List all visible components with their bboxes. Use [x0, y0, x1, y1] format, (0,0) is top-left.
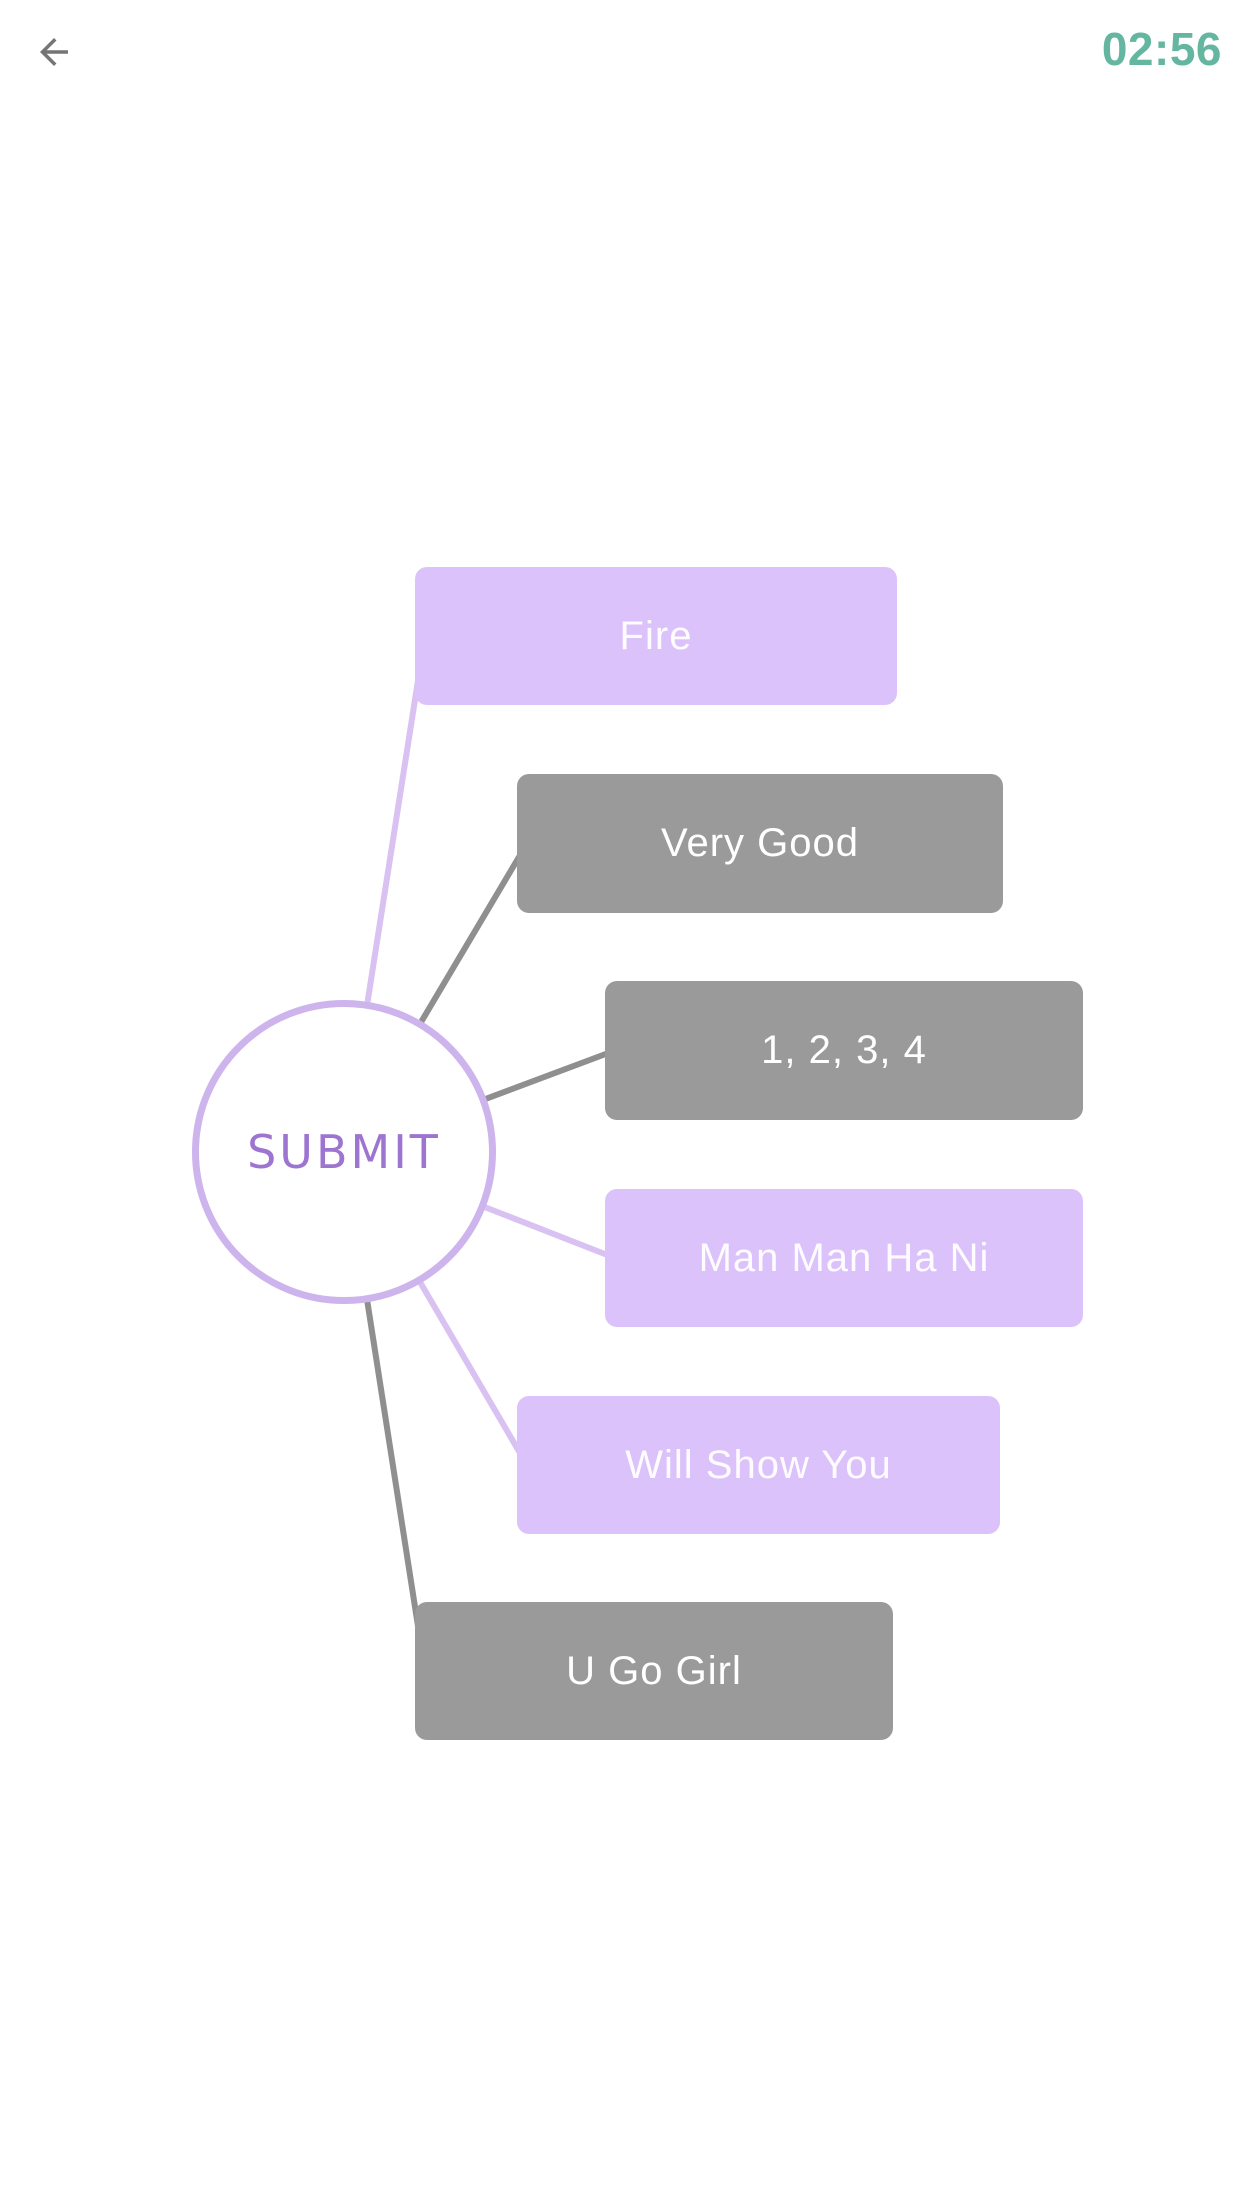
back-button[interactable]	[22, 20, 86, 84]
option-u-go-girl[interactable]: U Go Girl	[415, 1602, 893, 1740]
arrow-left-icon	[33, 31, 75, 73]
submit-button[interactable]: SUBMIT	[192, 1000, 496, 1304]
submit-label: SUBMIT	[247, 1125, 441, 1179]
option-fire[interactable]: Fire	[415, 567, 897, 705]
option-will-show-you[interactable]: Will Show You	[517, 1396, 1000, 1534]
option-1-2-3-4[interactable]: 1, 2, 3, 4	[605, 981, 1083, 1120]
option-man-man-ha-ni[interactable]: Man Man Ha Ni	[605, 1189, 1083, 1327]
option-very-good[interactable]: Very Good	[517, 774, 1003, 913]
timer: 02:56	[1101, 23, 1222, 75]
